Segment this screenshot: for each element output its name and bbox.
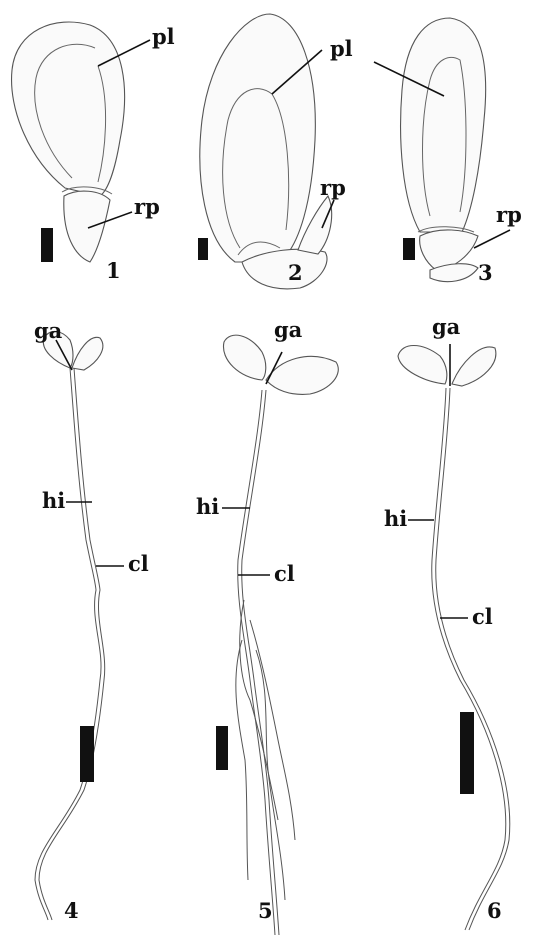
panel-5-seedling <box>223 335 338 935</box>
panel-6-seedling <box>398 346 510 931</box>
scale-bar-2 <box>198 238 208 260</box>
label-rp-1: rp <box>134 194 160 219</box>
scale-bar-3 <box>403 238 415 260</box>
panel-2-seed <box>200 14 332 289</box>
label-rp-2: rp <box>320 175 346 200</box>
label-hi-5: hi <box>196 494 219 519</box>
label-pl-1: pl <box>152 24 175 49</box>
panel-number-1: 1 <box>106 258 121 283</box>
label-hi-4: hi <box>42 488 65 513</box>
scale-bar-6 <box>460 712 474 794</box>
label-hi-6: hi <box>384 506 407 531</box>
label-cl-5: cl <box>274 561 295 586</box>
label-ga-5: ga <box>274 317 303 342</box>
label-cl-6: cl <box>472 604 493 629</box>
scale-bar-5 <box>216 726 228 770</box>
label-pl-2: pl <box>330 36 353 61</box>
scale-bar-4 <box>80 726 94 782</box>
label-cl-4: cl <box>128 551 149 576</box>
panel-4-seedling <box>35 331 105 920</box>
panel-number-4: 4 <box>64 898 79 923</box>
panel-number-3: 3 <box>478 260 493 285</box>
label-ga-6: ga <box>432 314 461 339</box>
panel-number-5: 5 <box>258 898 273 923</box>
rp-leader-3 <box>474 230 510 248</box>
panel-1-seed <box>12 22 125 262</box>
scale-bar-1 <box>41 228 53 262</box>
panel-number-2: 2 <box>288 260 303 285</box>
panel-number-6: 6 <box>487 898 502 923</box>
label-ga-4: ga <box>34 318 63 343</box>
label-rp-3: rp <box>496 202 522 227</box>
